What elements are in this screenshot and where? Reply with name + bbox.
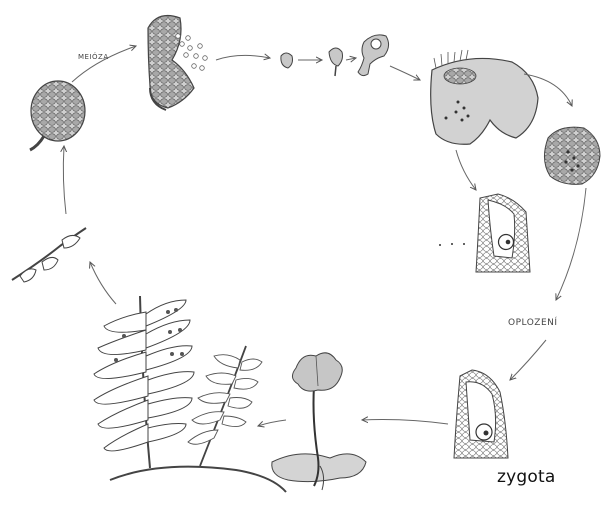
archegonium [476,194,530,272]
meiosis-label: MEIÓZA [78,53,109,61]
antheridium [544,127,600,184]
fertilization-label: OPLOZENÍ [508,318,558,328]
sporangium-closed [30,81,85,150]
young-sporophyte [272,353,366,490]
sporangium-open [148,16,207,110]
mature-fern-sporophyte [94,296,286,492]
spore-germination-stages [281,35,389,76]
zygote-in-archegonium [454,370,508,458]
zygote-label: zygota [497,467,555,487]
prothallus [431,50,538,144]
frond-fragment-with-sori [12,228,86,282]
dots [439,243,465,246]
